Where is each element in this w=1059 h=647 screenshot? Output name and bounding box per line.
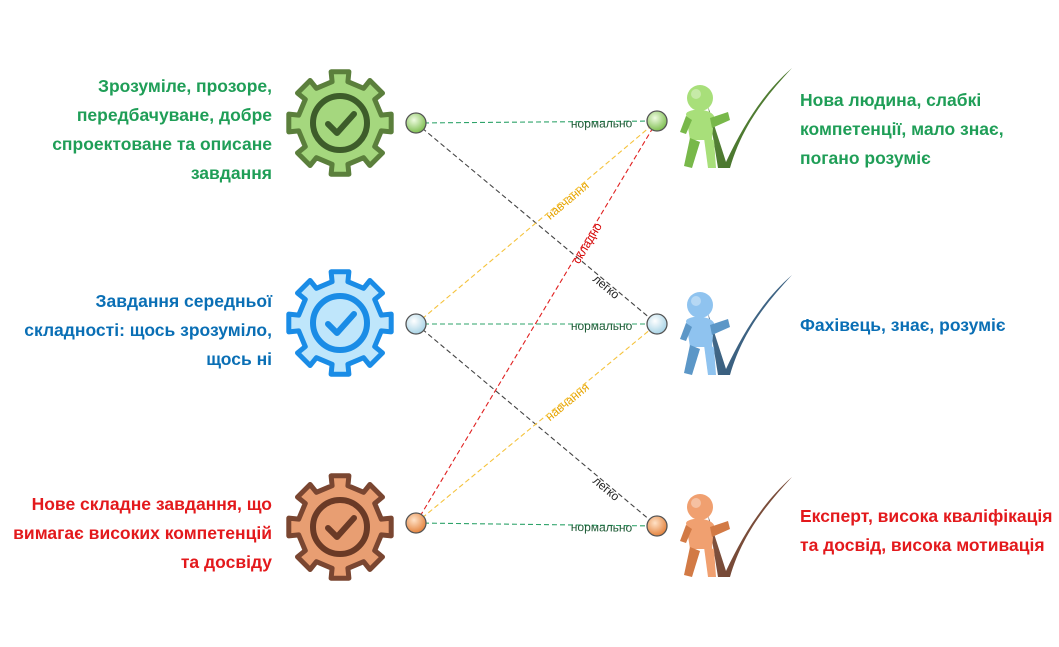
icons-layer [286, 68, 792, 581]
edge-black-0-1: легко [415, 122, 658, 325]
person-text-newcomer: Нова людина, слабкі компетенції, мало зн… [800, 90, 1004, 168]
edge-label-yellow: навчання [543, 380, 592, 424]
edge-label-black: легко [590, 474, 622, 504]
edge-label-green: нормально [571, 116, 633, 131]
task-node [405, 313, 427, 335]
edges-layer: нормально нормально нормально легко легко нав… [415, 116, 658, 535]
task-text-easy: Зрозуміле, прозоре, передбачуване, добре… [52, 76, 272, 183]
task-text-hard: Нове складне завдання, що вимагає високи… [13, 494, 272, 572]
task-node [405, 112, 427, 134]
edge-line [415, 122, 658, 325]
task-text-medium: Завдання середньої складності: щось зроз… [24, 291, 272, 369]
edge-green-1-1: нормально [416, 319, 657, 333]
edge-label-red: складно [570, 220, 605, 266]
gear-check-icon [286, 269, 394, 377]
person-text-specialist: Фахівець, знає, розуміє [800, 315, 1006, 335]
edge-label-green: нормально [571, 520, 633, 535]
gear-check-icon [286, 473, 394, 581]
edge-green-2-2: нормально [415, 520, 658, 535]
person-text-expert: Експерт, висока кваліфікація та досвід, … [800, 506, 1053, 555]
person-node [646, 110, 668, 132]
edge-label-black: легко [590, 272, 622, 302]
person-checkmark-icon [680, 68, 792, 168]
edge-line [415, 120, 658, 124]
person-checkmark-icon [680, 275, 792, 375]
edge-line [415, 522, 658, 527]
edge-line [415, 120, 658, 524]
person-node [646, 313, 668, 335]
edge-line [415, 323, 658, 527]
edge-label-yellow: навчання [543, 178, 592, 222]
nodes-layer [405, 110, 668, 537]
edge-line [415, 120, 658, 325]
gear-check-icon [286, 69, 394, 177]
edge-green-0-0: нормально [415, 116, 658, 131]
person-checkmark-icon [680, 477, 792, 577]
person-node [646, 515, 668, 537]
edge-line [415, 323, 658, 524]
task-node [405, 512, 427, 534]
edge-label-green: нормально [571, 319, 633, 333]
